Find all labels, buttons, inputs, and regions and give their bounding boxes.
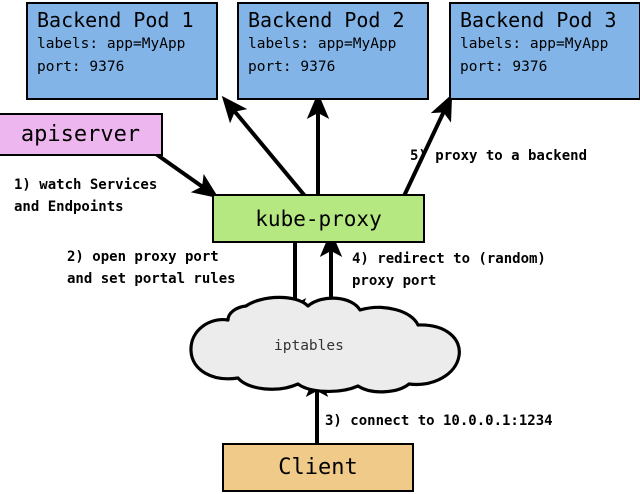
backend-pod-1-port: port: 9376 — [37, 59, 125, 75]
arrow-apiserver-to-kubeproxy — [154, 152, 219, 199]
backend-pod-1-labels: labels: app=MyApp — [37, 36, 186, 52]
backend-pod-1-box[interactable]: Backend Pod 1 labels: app=MyApp port: 93… — [26, 2, 218, 100]
step-2-line-2: and set portal rules — [67, 271, 236, 287]
iptables-label: iptables — [274, 338, 344, 354]
backend-pod-2-port: port: 9376 — [248, 59, 336, 75]
kube-proxy-label: kube-proxy — [255, 206, 382, 231]
arrow-kubeproxy-to-pod1 — [221, 95, 307, 198]
backend-pod-2-box[interactable]: Backend Pod 2 labels: app=MyApp port: 93… — [237, 2, 429, 100]
backend-pod-2-title: Backend Pod 2 — [248, 8, 405, 32]
step-2-line-1: 2) open proxy port — [67, 249, 219, 265]
step-4-line-2: proxy port — [352, 273, 437, 289]
iptables-cloud-shape — [189, 295, 461, 394]
arrow-kubeproxy-to-pod3 — [402, 93, 453, 197]
backend-pod-3-labels: labels: app=MyApp — [460, 36, 609, 52]
backend-pod-1-title: Backend Pod 1 — [37, 8, 194, 32]
client-label: Client — [278, 455, 358, 480]
backend-pod-3-title: Backend Pod 3 — [460, 8, 617, 32]
backend-pod-2-labels: labels: app=MyApp — [248, 36, 397, 52]
kube-proxy-box[interactable]: kube-proxy — [212, 194, 425, 243]
backend-pod-3-box[interactable]: Backend Pod 3 labels: app=MyApp port: 93… — [449, 2, 640, 100]
step-5-line-1: 5) proxy to a backend — [410, 148, 588, 164]
backend-pod-3-port: port: 9376 — [460, 59, 548, 75]
step-3-line-1: 3) connect to 10.0.0.1:1234 — [325, 413, 553, 429]
apiserver-label: apiserver — [20, 122, 141, 147]
step-1-line-2: and Endpoints — [14, 199, 124, 215]
client-box[interactable]: Client — [222, 443, 414, 492]
apiserver-box[interactable]: apiserver — [0, 113, 163, 156]
step-1-line-1: 1) watch Services — [14, 177, 158, 193]
step-4-line-1: 4) redirect to (random) — [352, 251, 546, 267]
